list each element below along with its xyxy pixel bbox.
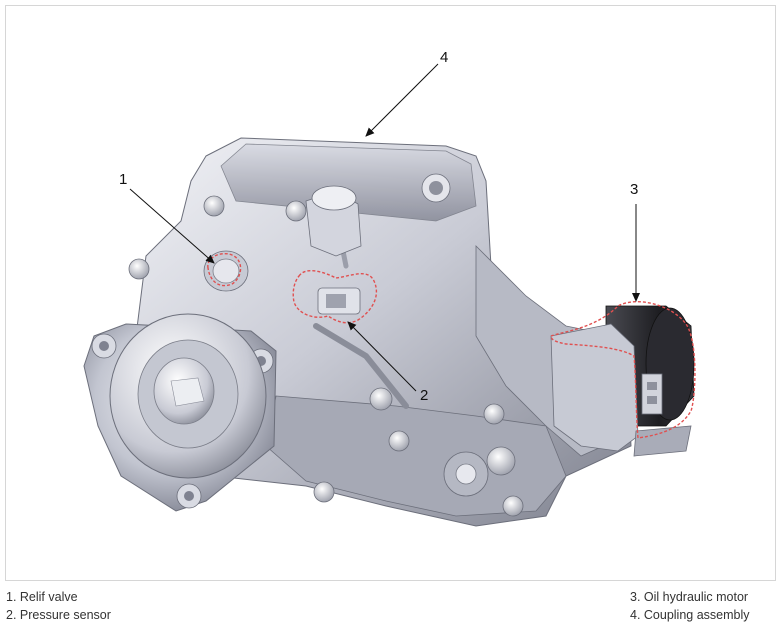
motor-highlight [550, 300, 696, 439]
callout-4: 4 [440, 49, 448, 66]
callout-1: 1 [119, 171, 127, 188]
relief-valve-highlight [207, 252, 242, 287]
pressure-sensor [317, 287, 361, 315]
legend-item-relief-valve: 1. Relif valve [6, 590, 78, 604]
diagram-frame: 4 1 3 2 [5, 5, 776, 581]
leader-lines [129, 63, 640, 392]
legend-right: 3. Oil hydraulic motor 4. Coupling assem… [630, 588, 750, 624]
highlight-outlines [207, 252, 696, 439]
leader-line-1 [129, 188, 215, 264]
legend-item-coupling-assembly: 4. Coupling assembly [630, 608, 750, 622]
coupling-assembly-illustration: 4 1 3 2 [83, 49, 696, 527]
callout-3: 3 [630, 181, 638, 198]
leader-line-2 [347, 321, 417, 392]
legend-item-oil-hydraulic-motor: 3. Oil hydraulic motor [630, 590, 749, 604]
legend-left: 1. Relif valve 2. Pressure sensor [6, 588, 111, 624]
callout-2: 2 [420, 387, 428, 404]
output-flange [83, 313, 277, 512]
pressure-sensor-highlight [292, 269, 378, 324]
legend-item-pressure-sensor: 2. Pressure sensor [6, 608, 111, 622]
leader-line-4 [365, 63, 439, 137]
bolts [128, 195, 591, 517]
oil-hydraulic-motor [550, 305, 695, 457]
